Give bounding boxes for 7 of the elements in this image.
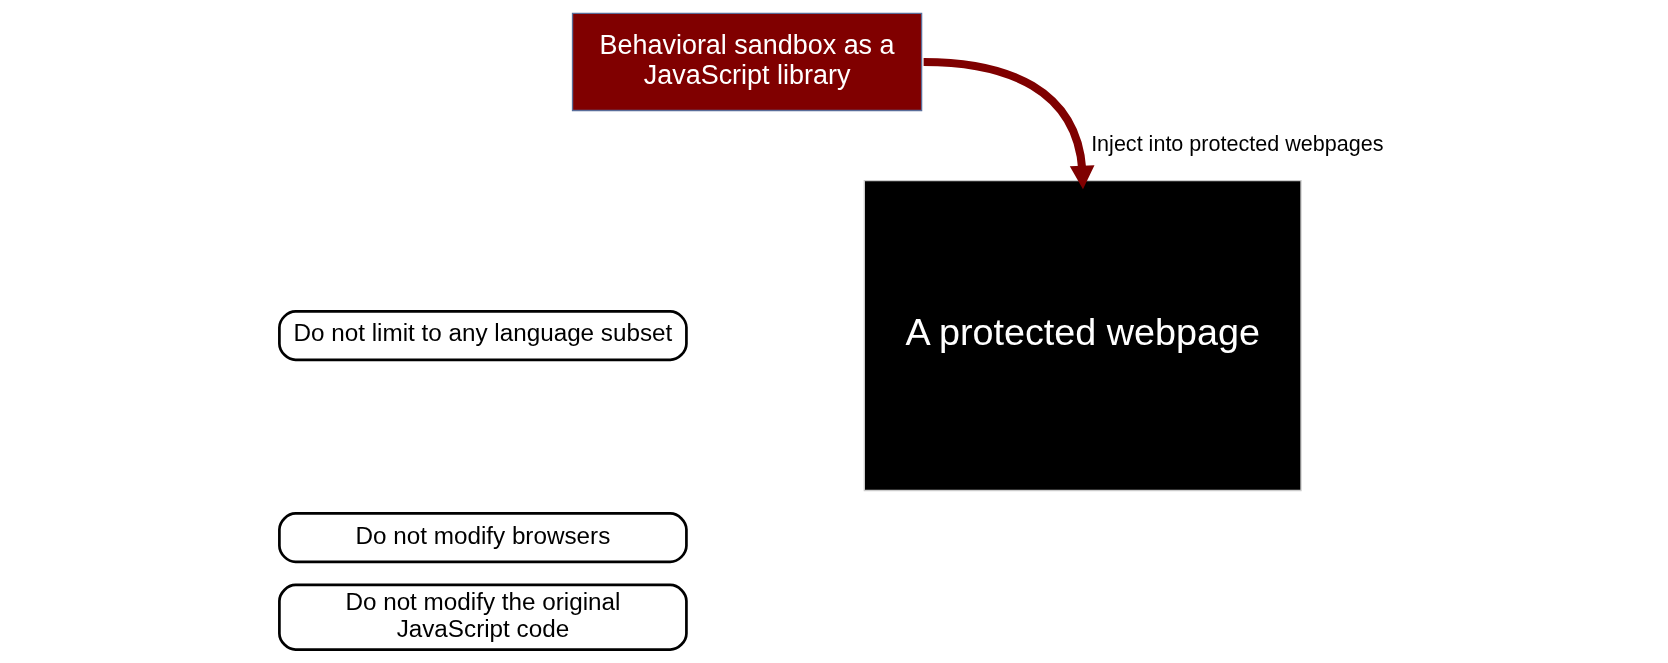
- node-box: Do not modify browsers: [278, 512, 688, 564]
- node-box: Behavioral sandbox as a JavaScript library: [571, 12, 923, 112]
- edge-label: Inject into protected webpages: [1091, 130, 1384, 156]
- node-box: Do not modify the original JavaScript code: [278, 583, 688, 651]
- node-box: Do not limit to any language subset: [278, 309, 688, 362]
- arrow: [923, 57, 1095, 190]
- node-box: A protected webpage: [863, 179, 1302, 492]
